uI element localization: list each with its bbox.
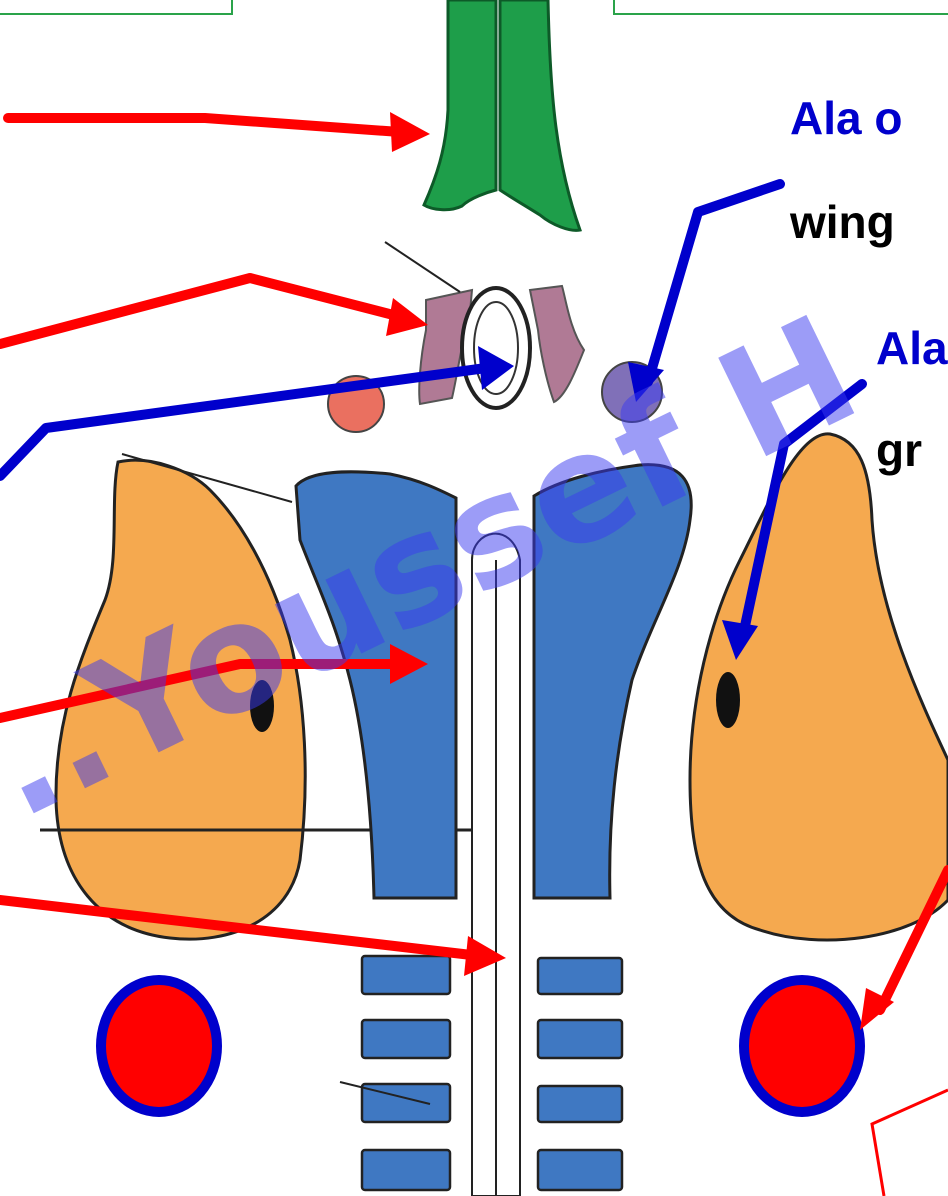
label-wing: wing [789,196,895,248]
red-blue-circle-left-icon [101,980,217,1112]
bottom-right-red-box [872,1090,948,1196]
label-gr: gr [876,424,922,476]
label-ala-right: Ala [876,322,948,374]
label-ala-o: Ala o [790,92,902,144]
neural-tube-green [424,0,580,230]
red-blue-circle-right-icon [744,980,860,1112]
top-right-box [614,0,948,14]
top-left-box [0,0,232,14]
